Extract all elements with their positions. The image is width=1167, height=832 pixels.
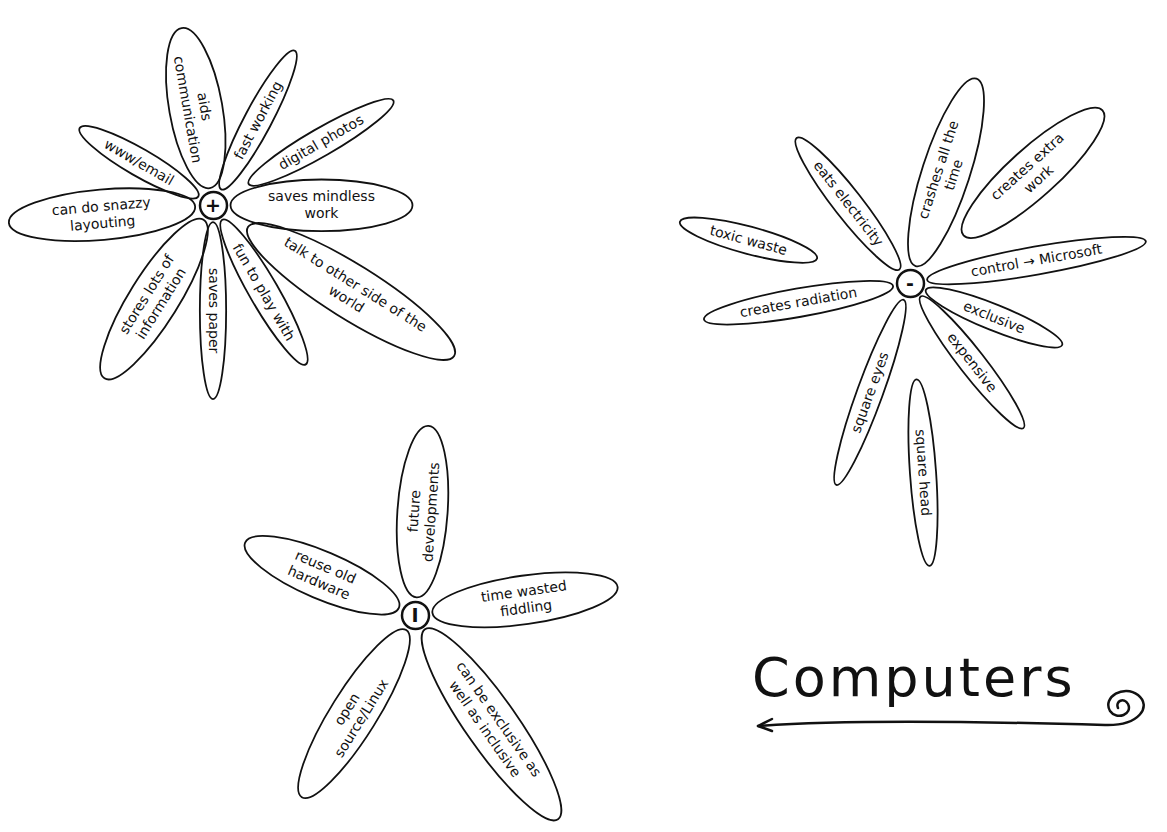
node-text: toxic waste — [708, 221, 789, 258]
text-holder: reuse old hardware — [234, 519, 410, 632]
node-text: - — [906, 274, 914, 293]
node-text: square eyes — [848, 349, 893, 435]
text-holder: + — [198, 190, 229, 221]
petal-box: square eyes — [823, 293, 918, 491]
node-text: future developments — [402, 457, 443, 567]
node-text: control → Microsoft — [970, 241, 1104, 281]
petal-box: square head — [902, 377, 944, 569]
flower-center: + — [198, 190, 229, 221]
petal-box: reuse old hardware — [234, 519, 410, 632]
text-holder: exclusive — [919, 276, 1069, 359]
petal-shape — [676, 208, 820, 271]
node-text: www/email — [101, 135, 177, 188]
node-text: crashes all the time — [913, 115, 979, 230]
petal-box: time wasted fiddling — [427, 561, 622, 639]
petal-shape — [893, 72, 999, 274]
petal-box: toxic waste — [674, 206, 822, 273]
petal-shape — [785, 129, 910, 278]
node-text: expensive — [944, 329, 1001, 395]
petal-shape — [72, 116, 204, 208]
text-holder: future developments — [390, 423, 455, 601]
petal-box: crashes all the time — [891, 70, 1001, 276]
text-holder: saves mindless work — [229, 178, 414, 233]
petal-box: future developments — [390, 423, 455, 601]
text-holder: eats electricity — [783, 127, 912, 280]
text-holder: - — [895, 268, 926, 299]
node-text: eats electricity — [809, 157, 886, 249]
node-text: time wasted fiddling — [468, 575, 582, 624]
petal-box: can do snazzy layouting — [5, 180, 199, 250]
flower-center: I — [400, 600, 431, 631]
petal-box: can be exclusive as well as inclusive — [402, 612, 581, 832]
petal-box: fast working — [207, 43, 309, 198]
text-holder: control → Microsoft — [923, 226, 1150, 296]
text-holder: I — [400, 600, 431, 631]
petal-shape — [84, 207, 225, 392]
text-holder: time wasted fiddling — [427, 561, 622, 639]
text-holder: can be exclusive as well as inclusive — [402, 612, 581, 832]
center-ring — [897, 270, 924, 297]
node-text: I — [411, 606, 418, 625]
center-ring — [402, 602, 429, 629]
petal-shape — [701, 272, 895, 333]
text-holder: creates radiation — [699, 270, 896, 335]
text-holder: stores lots of information — [82, 205, 227, 394]
title-text: Computers — [752, 646, 1076, 709]
petal-shape — [282, 618, 426, 810]
petal-shape — [156, 23, 237, 192]
node-text: open source/Linux — [313, 662, 394, 765]
title-swirl-tail — [758, 719, 772, 731]
node-text: saves paper — [205, 268, 222, 353]
petal-shape — [825, 295, 917, 489]
node-text: exclusive — [961, 297, 1028, 337]
text-holder: open source/Linux — [280, 616, 428, 812]
petal-shape — [404, 615, 579, 832]
petal-shape — [925, 228, 1149, 294]
flower-center: - — [895, 268, 926, 299]
petal-box: open source/Linux — [280, 616, 428, 812]
petal-box: creates radiation — [699, 270, 896, 335]
petal-shape — [242, 89, 400, 196]
petal-shape — [947, 92, 1119, 253]
petal-box: eats electricity — [783, 127, 912, 280]
node-text: can do snazzy layouting — [42, 193, 162, 237]
text-holder: can do snazzy layouting — [5, 180, 199, 250]
text-holder: fast working — [207, 43, 309, 198]
petal-shape — [391, 424, 453, 599]
text-holder: crashes all the time — [891, 70, 1001, 276]
text-holder: saves paper — [198, 221, 227, 401]
petal-box: saves paper — [198, 221, 227, 401]
node-text: reuse old hardware — [273, 542, 371, 609]
node-text: can be exclusive as well as inclusive — [434, 652, 549, 796]
petal-box: saves mindless work — [229, 178, 414, 233]
node-text: stores lots of information — [110, 243, 198, 356]
node-text: aids communication — [170, 50, 223, 166]
text-holder: toxic waste — [674, 206, 822, 273]
node-text: digital photos — [276, 111, 367, 173]
petal-box: control → Microsoft — [923, 226, 1150, 296]
petal-shape — [904, 378, 943, 566]
petal-box: exclusive — [919, 276, 1069, 359]
node-text: square head — [912, 428, 935, 516]
text-holder: square eyes — [823, 293, 918, 491]
petal-box: stores lots of information — [82, 205, 227, 394]
node-text: fast working — [230, 78, 285, 162]
center-ring — [200, 192, 227, 219]
node-text: creates radiation — [738, 284, 858, 321]
petal-shape — [429, 562, 621, 636]
node-text: saves mindless work — [262, 188, 382, 222]
text-holder: square head — [902, 377, 944, 569]
node-text: creates extra work — [980, 123, 1084, 222]
petal-shape — [236, 521, 408, 630]
node-text: + — [205, 196, 221, 215]
